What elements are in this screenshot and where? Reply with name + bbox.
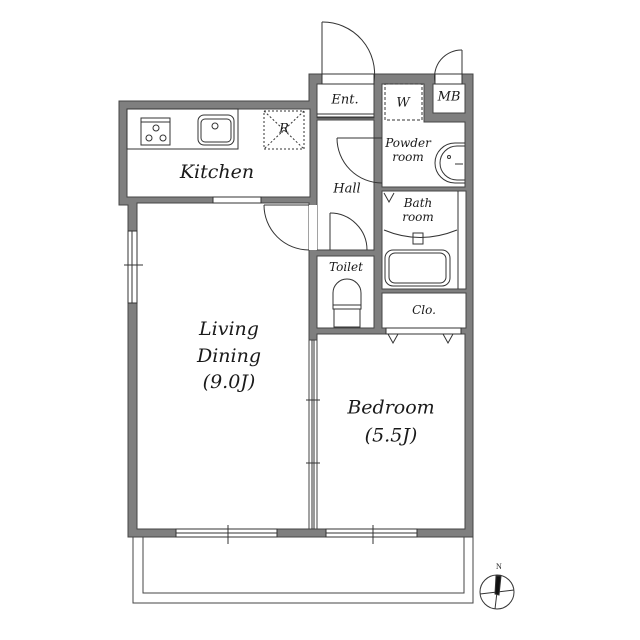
label-living-line2: Dining	[196, 344, 262, 367]
label-toilet: Toilet	[329, 260, 363, 275]
bath-room	[381, 190, 467, 290]
powder-room	[381, 83, 466, 188]
compass-north-icon	[479, 574, 515, 610]
powder-door	[336, 137, 383, 184]
label-powder-room: Powder room	[385, 136, 431, 165]
toilet-bowl-icon	[332, 278, 362, 328]
label-entrance: Ent.	[331, 92, 359, 108]
washer-dashed-box	[384, 83, 423, 121]
label-closet: Clo.	[412, 303, 436, 318]
living-south-window	[175, 525, 278, 544]
label-bedroom-line1: Bedroom	[347, 396, 435, 419]
label-hall: Hall	[333, 181, 361, 197]
compass-north-label: N	[496, 562, 502, 571]
hall-room	[316, 119, 375, 251]
kitchen-counter	[126, 108, 305, 150]
label-washer: W	[396, 95, 410, 111]
label-refrigerator: R	[279, 121, 289, 137]
meter-box-door	[434, 49, 463, 85]
toilet-door	[329, 212, 368, 251]
living-door	[263, 204, 317, 251]
bedroom-south-window	[325, 525, 418, 544]
closet-room	[381, 292, 467, 329]
sliding-door-living-bedroom	[306, 339, 320, 530]
label-bath-room: Bath room	[402, 196, 434, 225]
label-bath-line2: room	[402, 210, 434, 224]
label-bath-line1: Bath	[403, 196, 433, 211]
living-west-window	[124, 230, 143, 304]
closet-doors	[385, 327, 462, 345]
sink-icon	[197, 114, 235, 146]
label-meter-box: MB	[437, 89, 461, 105]
refrigerator-space	[263, 110, 305, 150]
label-living-area: (9.0J)	[202, 371, 256, 394]
label-kitchen: Kitchen	[179, 161, 255, 184]
label-bedroom: Bedroom (5.5J)	[347, 394, 434, 449]
bathtub-icon	[383, 191, 459, 289]
basin-icon	[434, 142, 465, 184]
label-living-dining: Living Dining (9.0J)	[197, 316, 261, 396]
label-bedroom-area: (5.5J)	[364, 424, 418, 446]
label-living-line1: Living	[199, 318, 259, 341]
bedroom-room	[316, 333, 466, 530]
living-dining-room	[136, 202, 310, 530]
toilet-room	[316, 255, 375, 329]
label-powder-line2: room	[392, 150, 424, 164]
entrance-room	[316, 83, 375, 119]
label-powder-line1: Powder	[385, 136, 431, 151]
entrance-door	[321, 21, 376, 85]
balcony	[132, 536, 474, 604]
